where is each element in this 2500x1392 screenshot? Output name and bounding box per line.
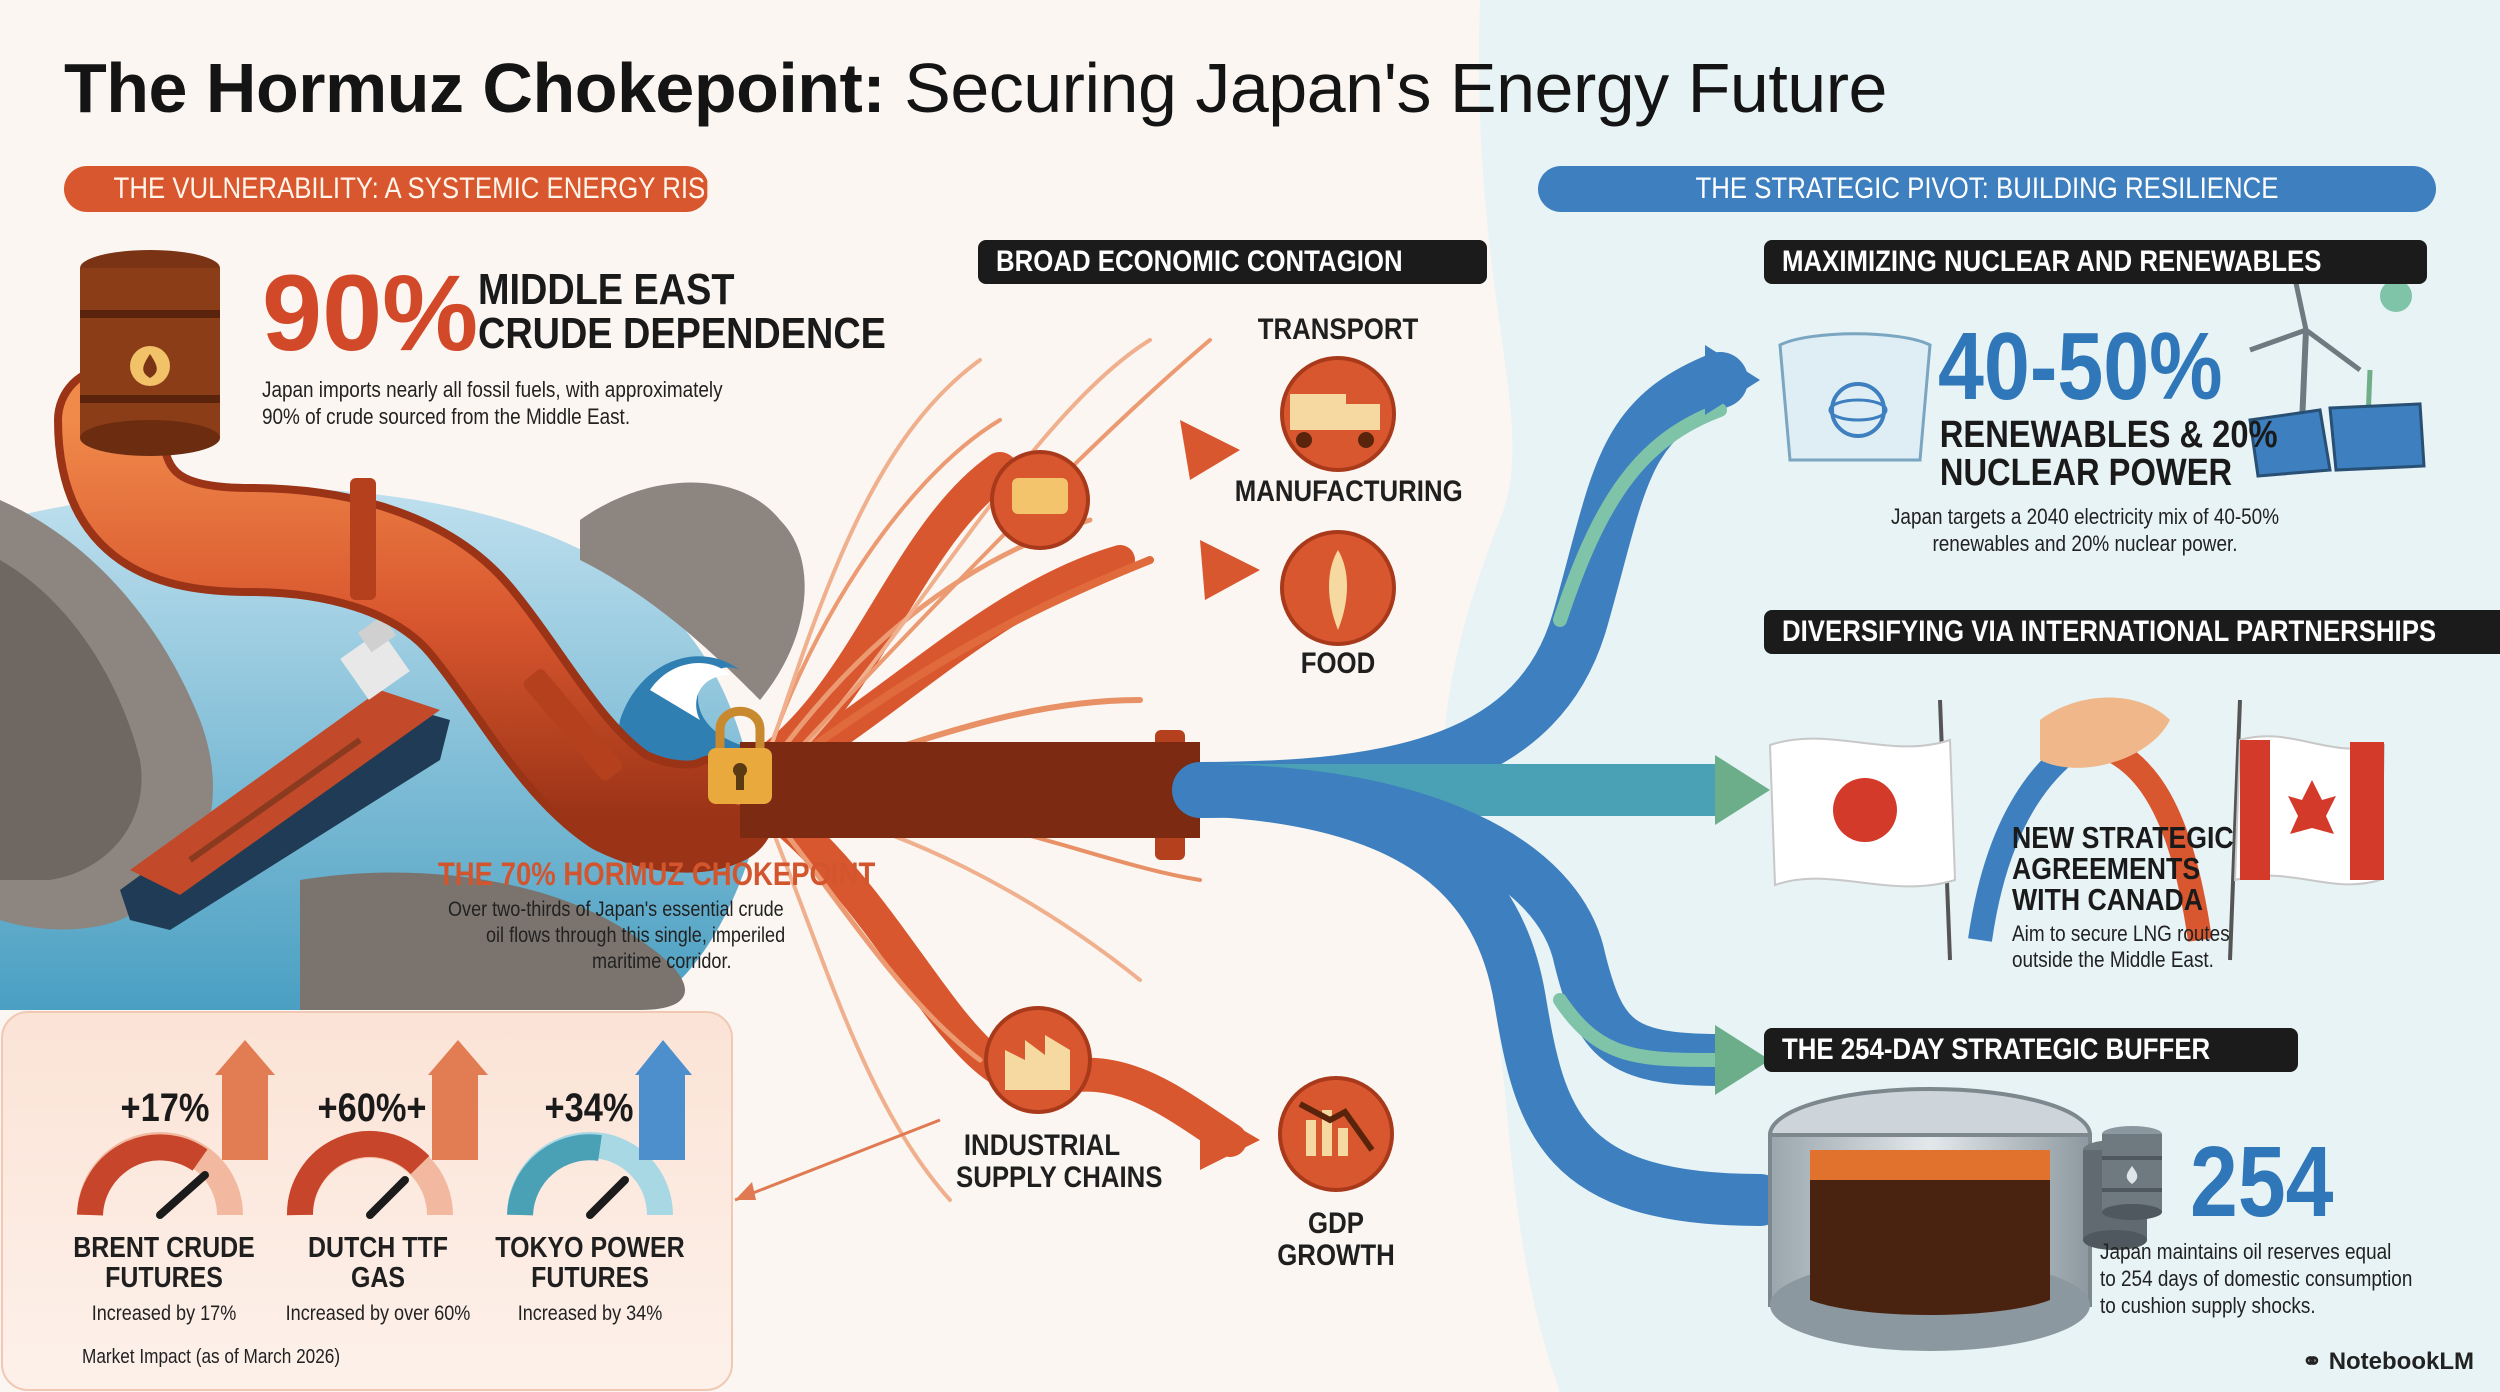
ttf-name-1: DUTCH TTF: [308, 1232, 448, 1264]
sector-industrial-2: SUPPLY CHAINS: [956, 1161, 1163, 1194]
storage-tank-illustration: [1768, 1087, 2147, 1351]
tokyo-name-1: TOKYO POWER: [495, 1232, 685, 1264]
dependence-desc-1: Japan imports nearly all fossil fuels, w…: [262, 377, 723, 402]
market-caption: Market Impact (as of March 2026): [82, 1346, 341, 1368]
sector-transport: TRANSPORT: [1257, 313, 1419, 346]
energy-illustration: [1778, 254, 2426, 478]
dependence-desc-2: 90% of crude sourced from the Middle Eas…: [262, 404, 631, 429]
buffer-desc-1: Japan maintains oil reserves equal: [2100, 1239, 2392, 1264]
chokepoint-desc-1: Over two-thirds of Japan's essential cru…: [448, 898, 784, 921]
gauges: [77, 1040, 692, 1219]
partnerships-heading-2: AGREEMENTS: [2012, 851, 2201, 886]
ttf-value: +60%+: [317, 1086, 427, 1130]
tokyo-name-2: FUTURES: [531, 1262, 649, 1294]
partnerships-desc-2: outside the Middle East.: [2012, 947, 2214, 972]
partnerships-desc-1: Aim to secure LNG routes: [2012, 921, 2230, 946]
brent-value: +17%: [120, 1086, 210, 1130]
chokepoint-desc-2: oil flows through this single, imperiled: [486, 924, 786, 947]
partnerships-header: DIVERSIFYING VIA INTERNATIONAL PARTNERSH…: [1764, 610, 2500, 654]
nuclear-header: MAXIMIZING NUCLEAR AND RENEWABLES: [1764, 240, 2428, 284]
buffer-stat: 254: [2190, 1126, 2334, 1238]
sector-icons: [984, 356, 1396, 1192]
sector-food: FOOD: [1300, 647, 1376, 680]
nuclear-desc-2: renewables and 20% nuclear power.: [1932, 531, 2238, 556]
brent-name-2: FUTURES: [105, 1262, 223, 1294]
notebooklm-logo-icon: ⚭: [2301, 1348, 2323, 1375]
nuclear-stat: 40-50%: [1938, 313, 2223, 420]
nuclear-desc-1: Japan targets a 2040 electricity mix of …: [1890, 504, 2280, 529]
contagion-header: BROAD ECONOMIC CONTAGION: [978, 240, 1487, 284]
handshake-flags-illustration: [1768, 697, 2386, 961]
brent-desc: Increased by 17%: [91, 1302, 237, 1325]
tokyo-value: +34%: [544, 1086, 634, 1130]
dependence-stat: 90%: [262, 252, 479, 373]
ttf-desc: Increased by over 60%: [285, 1302, 471, 1325]
ttf-name-2: GAS: [350, 1262, 406, 1294]
partnerships-heading-3: WITH CANADA: [2012, 882, 2204, 917]
lock-icon: [708, 706, 772, 804]
buffer-desc-2: to 254 days of domestic consumption: [2100, 1266, 2413, 1291]
chokepoint-desc-3: maritime corridor.: [592, 950, 732, 973]
chokepoint-heading: THE 70% HORMUZ CHOKEPOINT: [438, 856, 876, 892]
dependence-heading-1: MIDDLE EAST: [478, 265, 735, 314]
partnerships-heading-1: NEW STRATEGIC: [2012, 820, 2234, 855]
buffer-desc-3: to cushion supply shocks.: [2100, 1293, 2316, 1318]
sector-gdp-2: GROWTH: [1277, 1239, 1395, 1272]
tokyo-desc: Increased by 34%: [517, 1302, 663, 1325]
nuclear-heading-2: NUCLEAR POWER: [1939, 452, 2233, 494]
barrel-icon: [2102, 1126, 2162, 1220]
left-section-header: THE VULNERABILITY: A SYSTEMIC ENERGY RIS…: [64, 166, 722, 212]
oil-barrel: [80, 250, 220, 456]
notebooklm-branding: ⚭ NotebookLM: [2301, 1348, 2474, 1375]
sector-gdp-1: GDP: [1308, 1207, 1364, 1240]
right-section-header: THE STRATEGIC PIVOT: BUILDING RESILIENCE: [1538, 166, 2436, 212]
sector-industrial-1: INDUSTRIAL: [963, 1129, 1121, 1162]
sector-manufacturing: MANUFACTURING: [1234, 475, 1463, 508]
page-title: The Hormuz Chokepoint: Securing Japan's …: [64, 49, 1887, 127]
buffer-header: THE 254-DAY STRATEGIC BUFFER: [1764, 1028, 2298, 1072]
tanker-ship: [120, 615, 450, 930]
dependence-heading-2: CRUDE DEPENDENCE: [478, 309, 886, 358]
nuclear-heading-1: RENEWABLES & 20%: [1939, 414, 2278, 456]
brent-name-1: BRENT CRUDE: [73, 1232, 255, 1264]
